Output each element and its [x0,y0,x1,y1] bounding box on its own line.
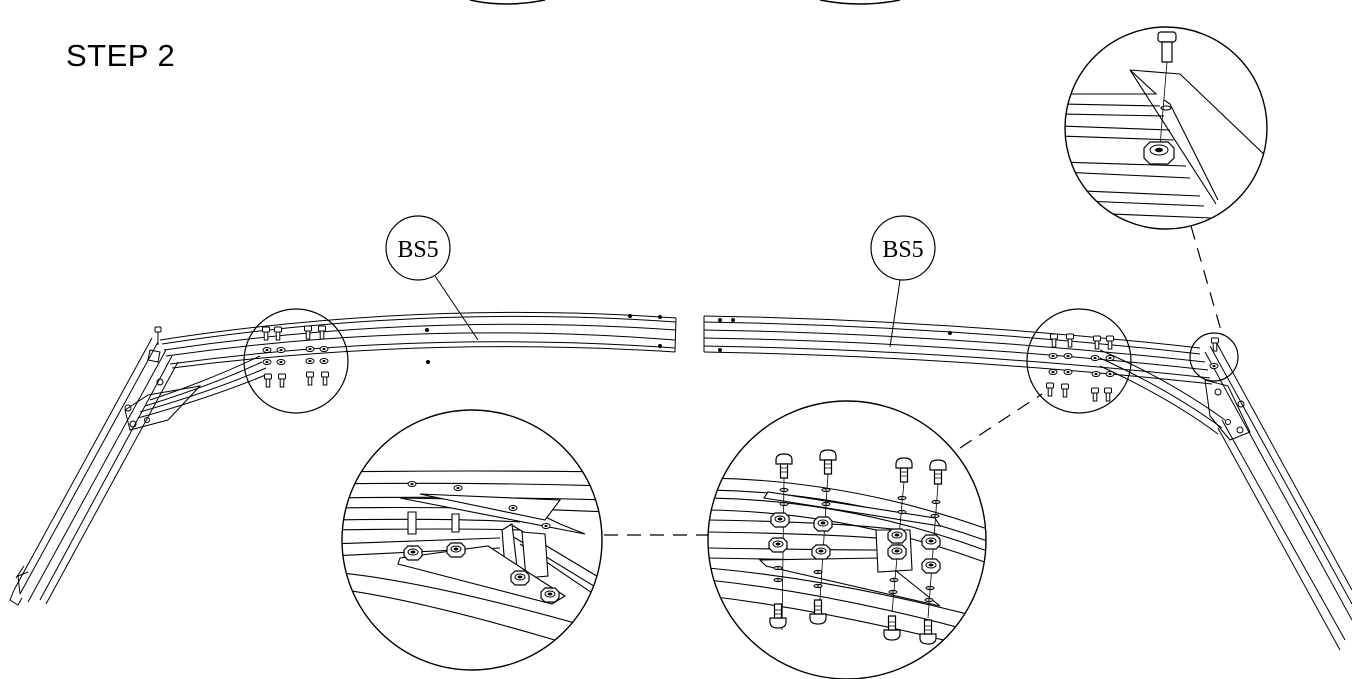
dashed-leader-lines [604,226,1222,535]
right-detail-zoom [708,401,990,679]
left-corner-bracket [125,327,200,430]
top-right-detail-zoom [1060,27,1270,229]
right-bs5-beam [704,316,1225,434]
left-small-hardware [262,325,329,388]
partial-circle-top-left [470,0,545,4]
left-detail-zoom [330,410,620,670]
right-detail-hardware [768,449,947,645]
left-bs5-beam [138,312,676,418]
right-corner-bracket [1205,380,1250,440]
right-vertical-rail [1205,340,1352,650]
left-part-callout: BS5 [386,216,478,340]
top-detail-bolt [1158,32,1176,62]
right-corner-detail-source-circle [1190,333,1238,381]
right-part-callout: BS5 [871,216,935,347]
top-detail-nut [1144,142,1174,164]
left-vertical-rail [10,338,178,605]
left-part-label: BS5 [397,237,438,263]
left-detail-source-circle [244,309,348,413]
partial-circle-top-right [820,0,900,4]
right-part-label: BS5 [882,237,923,263]
step-title: STEP 2 [66,38,176,73]
right-detail-source-circle [1027,309,1131,413]
